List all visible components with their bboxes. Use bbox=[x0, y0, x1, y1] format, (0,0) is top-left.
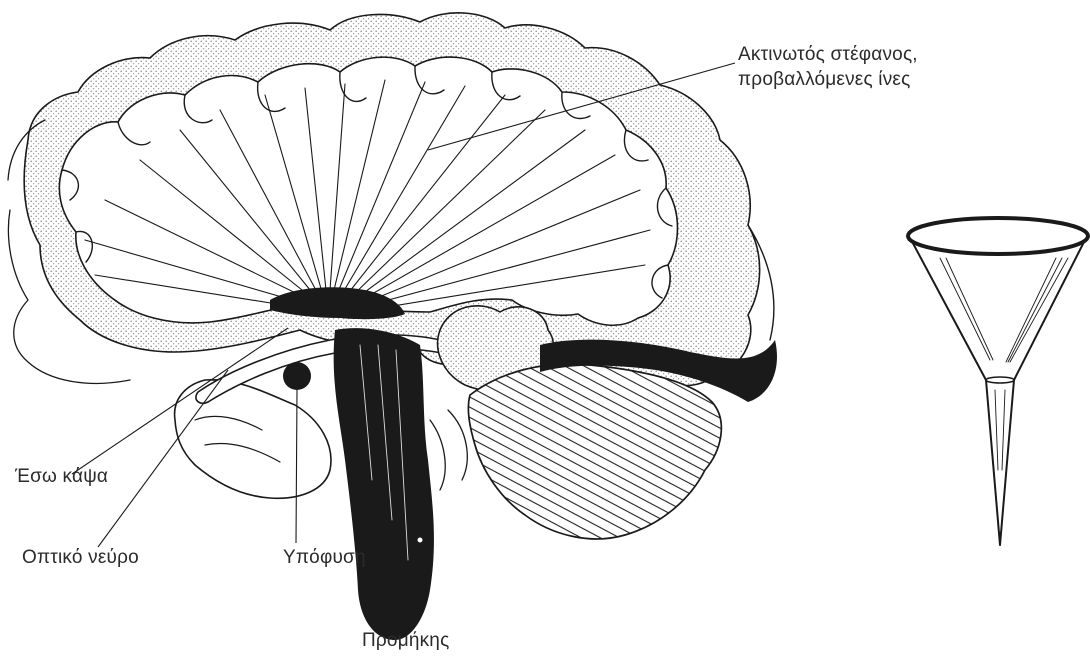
pituitary-gland bbox=[283, 362, 311, 390]
cerebellum bbox=[468, 364, 721, 539]
label-corona-radiata-line2: προβαλλόμενες ίνες bbox=[738, 68, 910, 91]
funnel-rim bbox=[908, 218, 1088, 254]
white-matter bbox=[59, 57, 677, 325]
label-corona-radiata-line1: Ακτινωτός στέφανος, bbox=[738, 43, 918, 66]
funnel-illustration bbox=[908, 218, 1088, 545]
label-pituitary: Υπόφυση bbox=[283, 546, 366, 569]
label-internal-capsule: Έσω κάψα bbox=[15, 465, 108, 488]
funnel-spout bbox=[986, 380, 1014, 545]
brainstem bbox=[334, 328, 434, 640]
label-optic-nerve: Οπτικό νεύρο bbox=[22, 546, 139, 569]
label-medulla: Προμήκης bbox=[362, 629, 449, 652]
